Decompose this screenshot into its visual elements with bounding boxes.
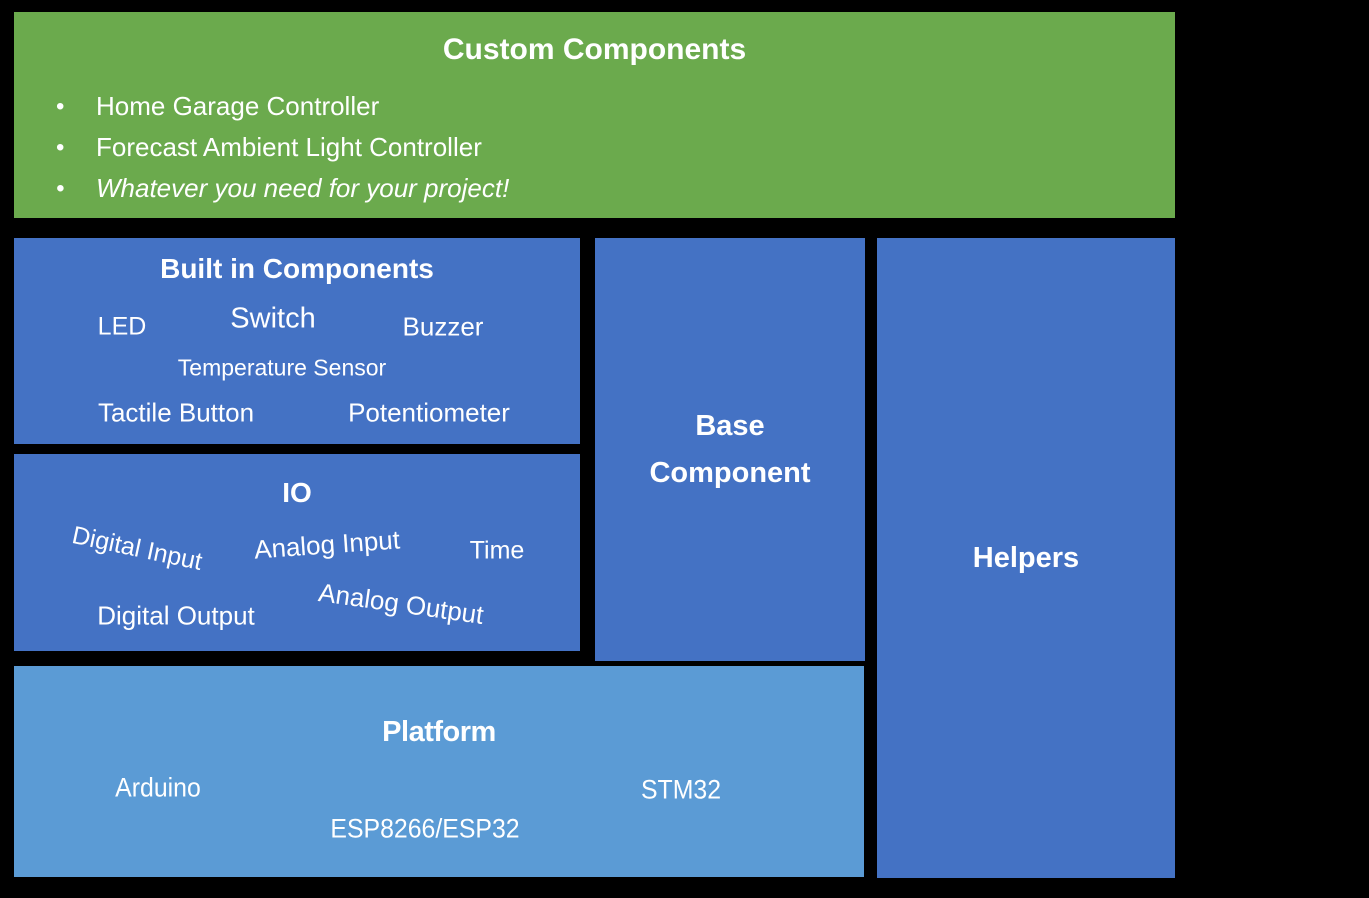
base-component-box: Base Component [595,238,865,661]
bullet-forecast-ambient-light-controller: Forecast Ambient Light Controller [50,127,1145,168]
helpers-box: Helpers [877,238,1175,878]
built-in-item-temperature-sensor: Temperature Sensor [177,354,387,381]
io-item-analog-input: Analog Input [253,524,401,565]
built-in-components-title: Built in Components [160,253,434,284]
io-title: IO [282,477,312,508]
base-component-label-line1: Base [695,409,765,442]
platform-item-esp8266-esp32: ESP8266/ESP32 [330,813,520,844]
platform-item-arduino: Arduino [115,772,201,803]
built-in-item-switch: Switch [230,302,316,335]
built-in-components-box: Built in Components LED Switch Buzzer Te… [14,238,580,444]
helpers-label: Helpers [972,541,1080,574]
bullet-home-garage-controller: Home Garage Controller [50,86,1145,127]
io-item-digital-input: Digital Input [69,521,205,576]
base-component-label-line2: Component [649,456,811,489]
io-item-digital-output: Digital Output [97,600,255,631]
custom-components-bullet-list: Home Garage Controller Forecast Ambient … [50,86,1145,209]
io-item-time: Time [469,536,525,565]
built-in-item-led: LED [97,312,147,341]
platform-item-stm32: STM32 [640,774,722,805]
built-in-item-tactile-button: Tactile Button [97,397,255,428]
built-in-item-buzzer: Buzzer [402,311,484,342]
bullet-whatever-you-need: Whatever you need for your project! [50,168,1145,209]
platform-box: Platform Arduino STM32 ESP8266/ESP32 [14,666,864,877]
built-in-item-potentiometer: Potentiometer [348,397,510,428]
io-item-analog-output: Analog Output [316,577,486,630]
io-box: IO Digital Input Analog Input Time Digit… [14,454,580,651]
custom-components-title: Custom Components [442,33,747,66]
platform-title: Platform [382,716,496,748]
custom-components-box: Custom Components Home Garage Controller… [14,12,1175,218]
